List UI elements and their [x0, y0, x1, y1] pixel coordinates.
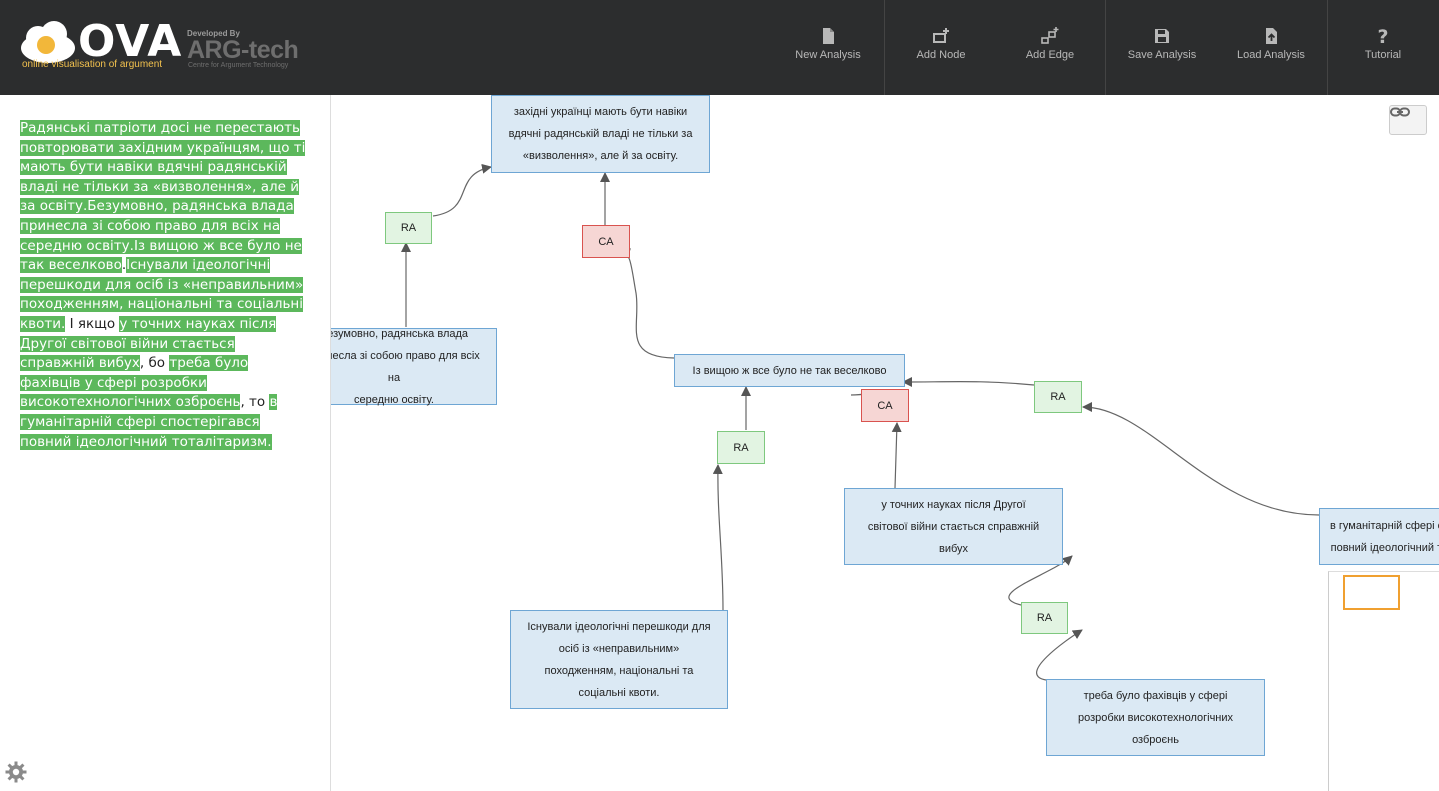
svg-text:?: ?	[1377, 27, 1388, 45]
plain-segment: , то	[240, 394, 270, 411]
cloud-logo-icon	[21, 21, 75, 63]
save-analysis-label: Save Analysis	[1127, 49, 1197, 61]
plain-segment: І якщо	[65, 315, 120, 332]
plain-segment: , бо	[139, 355, 170, 372]
add-edge-label: Add Edge	[1025, 49, 1075, 61]
load-analysis-button[interactable]: Load Analysis	[1216, 0, 1326, 95]
ova-logo[interactable]: OVA online visualisation of argument	[18, 14, 181, 74]
add-node-button[interactable]: Add Node	[886, 0, 996, 95]
question-icon: ?	[1377, 27, 1388, 45]
edge-layer	[401, 163, 1320, 681]
save-icon	[1155, 29, 1169, 43]
save-analysis-button[interactable]: Save Analysis	[1107, 0, 1217, 95]
edge	[620, 247, 675, 359]
edge	[1036, 629, 1083, 681]
nav-separator	[1327, 0, 1328, 95]
logo-text: OVA	[78, 16, 183, 67]
tutorial-label: Tutorial	[1364, 49, 1402, 61]
minimap-viewport[interactable]	[1343, 575, 1400, 610]
edge	[891, 422, 902, 489]
argtech-name: ARG-tech	[187, 36, 299, 64]
edge	[432, 163, 492, 217]
file-icon	[823, 28, 834, 44]
add-edge-icon	[1041, 27, 1059, 44]
edge	[1082, 402, 1320, 516]
gear-icon[interactable]	[4, 760, 28, 784]
nav-separator	[1105, 0, 1106, 95]
edge	[712, 464, 724, 611]
argument-node[interactable]: Із вищою ж все було не так веселково	[674, 354, 905, 387]
nav-separator	[884, 0, 885, 95]
developed-by-label: Developed By	[187, 29, 240, 38]
load-analysis-label: Load Analysis	[1237, 49, 1305, 61]
new-analysis-label: New Analysis	[795, 49, 861, 61]
ra-scheme-node[interactable]: RA	[1034, 381, 1082, 413]
load-icon	[1266, 28, 1277, 44]
add-node-label: Add Node	[916, 49, 966, 61]
edge	[1008, 555, 1073, 606]
argtech-subtitle: Centre for Argument Technology	[188, 62, 289, 69]
ca-scheme-node[interactable]: CA	[582, 225, 630, 258]
top-bar: OVA online visualisation of argument Dev…	[0, 0, 1439, 95]
ra-scheme-node[interactable]: RA	[717, 431, 765, 464]
add-edge-button[interactable]: Add Edge	[996, 0, 1104, 95]
link-icon	[1390, 107, 1410, 117]
text-panel: Радянські патріоти досі не перестають по…	[0, 95, 331, 791]
ra-scheme-node[interactable]: RA	[385, 212, 432, 244]
argument-node[interactable]: в гуманітарній сфері спостерігавсяповний…	[1319, 508, 1439, 565]
ca-scheme-node[interactable]: CA	[861, 389, 909, 422]
logo-tagline: online visualisation of argument	[22, 59, 163, 70]
argtech-logo: Developed By ARG-tech Centre for Argumen…	[187, 29, 317, 73]
ra-scheme-node[interactable]: RA	[1021, 602, 1068, 634]
tutorial-button[interactable]: ? Tutorial	[1329, 0, 1437, 95]
edge	[902, 376, 1035, 387]
source-text[interactable]: Радянські патріоти досі не перестають по…	[20, 119, 310, 452]
link-button[interactable]	[1389, 105, 1427, 135]
add-node-icon	[933, 28, 949, 43]
minimap[interactable]	[1328, 571, 1439, 791]
plain-segment: .	[121, 257, 127, 274]
new-analysis-button[interactable]: New Analysis	[773, 0, 883, 95]
